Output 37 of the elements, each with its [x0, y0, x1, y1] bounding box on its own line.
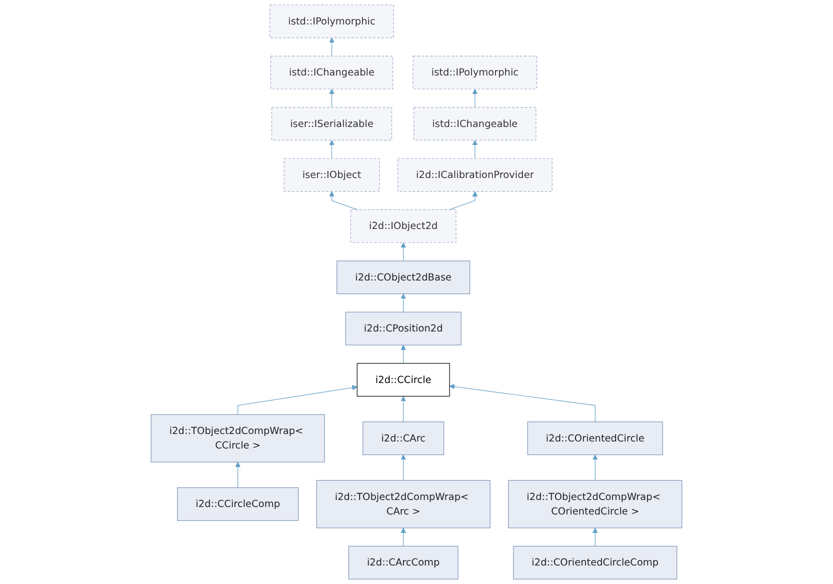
arrow [400, 396, 406, 422]
node-box: iser::ISerializable [271, 106, 392, 141]
arrow [329, 88, 334, 108]
node-box: i2d::CObject2dBase [336, 260, 470, 294]
arrow [329, 191, 358, 210]
node-box: istd::IPolymorphic [270, 4, 394, 38]
node-box: istd::IChangeable [414, 106, 536, 141]
node-box: i2d::CArcComp [348, 546, 458, 580]
arrow [472, 140, 478, 159]
node-box: i2d::TObject2dCompWrap< COrientedCircle > [508, 480, 682, 528]
node-box: iser::IObject [284, 158, 380, 192]
node-box: i2d::COrientedCircle [527, 422, 663, 456]
arrow [400, 242, 406, 262]
arrow [592, 528, 598, 546]
node-box: i2d::CPosition2d [345, 312, 462, 346]
node-box: i2d::COrientedCircleComp [513, 546, 678, 580]
arrow [592, 454, 598, 481]
node-box: i2d::CCircleComp [177, 487, 299, 521]
arrow [238, 385, 358, 415]
arrow [329, 140, 334, 159]
node-box: i2d::IObject2d [350, 209, 456, 243]
node-box: i2d::TObject2dCompWrap< CArc > [316, 480, 490, 528]
node-box: i2d::CArc [362, 422, 444, 456]
node-box: i2d::TObject2dCompWrap< CCircle > [150, 414, 325, 462]
arrow [329, 38, 334, 56]
arrow [400, 344, 406, 364]
arrow [400, 454, 406, 481]
arrow [400, 528, 406, 546]
arrow [449, 191, 478, 210]
node-box: istd::IPolymorphic [412, 56, 538, 90]
arrow [472, 88, 478, 108]
arrow [449, 384, 596, 422]
arrow [400, 294, 406, 312]
node-box: istd::IChangeable [270, 56, 394, 90]
node-box: i2d::CCircle [356, 363, 450, 397]
arrow [235, 462, 241, 488]
node-box: i2d::ICalibrationProvider [397, 158, 552, 192]
